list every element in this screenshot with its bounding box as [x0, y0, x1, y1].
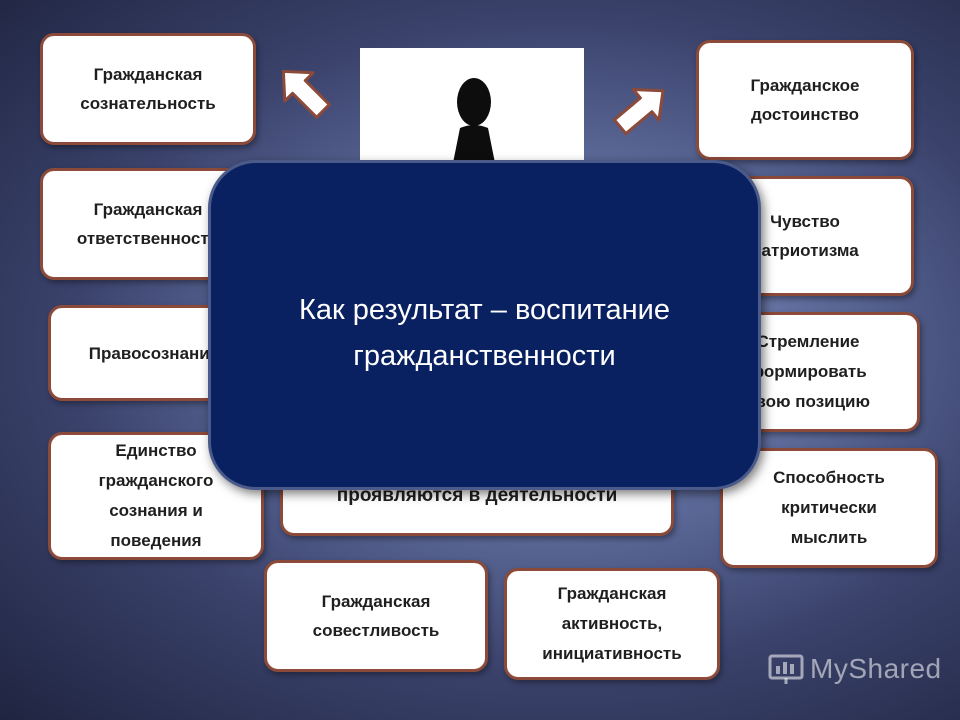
box-label: Гражданская совестливость: [312, 592, 440, 640]
box-civic-consciousness: Гражданская сознательность: [40, 33, 256, 145]
center-title: Как результат – воспитание гражданственн…: [299, 294, 670, 372]
box-label: Стремление формировать свою позицию: [745, 332, 871, 411]
box-unity-consciousness-behavior: Единство гражданского сознания и поведен…: [48, 432, 264, 560]
box-civic-dignity: Гражданское достоинство: [696, 40, 914, 160]
person-silhouette-icon: [452, 78, 496, 168]
box-label: Гражданская активность, инициативность: [542, 584, 682, 663]
arrow-up-left-icon: [281, 69, 331, 119]
box-civic-initiative: Гражданская активность, инициативность: [504, 568, 720, 680]
box-label: Чувство патриотизма: [751, 212, 859, 260]
box-label: Гражданская ответственность: [76, 200, 220, 248]
arrow-up-right-icon: [612, 88, 665, 136]
box-label: Правосознание: [88, 343, 220, 363]
center-panel: Как результат – воспитание гражданственн…: [208, 160, 761, 490]
box-label: Гражданское достоинство: [750, 76, 860, 124]
box-civic-conscientiousness: Гражданская совестливость: [264, 560, 488, 672]
box-critical-thinking: Способность критически мыслить: [720, 448, 938, 568]
presentation-board-icon: [768, 654, 804, 684]
box-label: проявляются в деятельности: [336, 485, 618, 506]
watermark: MyShared: [768, 652, 942, 686]
watermark-text: MyShared: [810, 653, 942, 684]
box-label: Гражданская сознательность: [80, 65, 216, 113]
box-label: Способность критически мыслить: [773, 468, 885, 547]
box-label: Единство гражданского сознания и поведен…: [98, 441, 214, 550]
